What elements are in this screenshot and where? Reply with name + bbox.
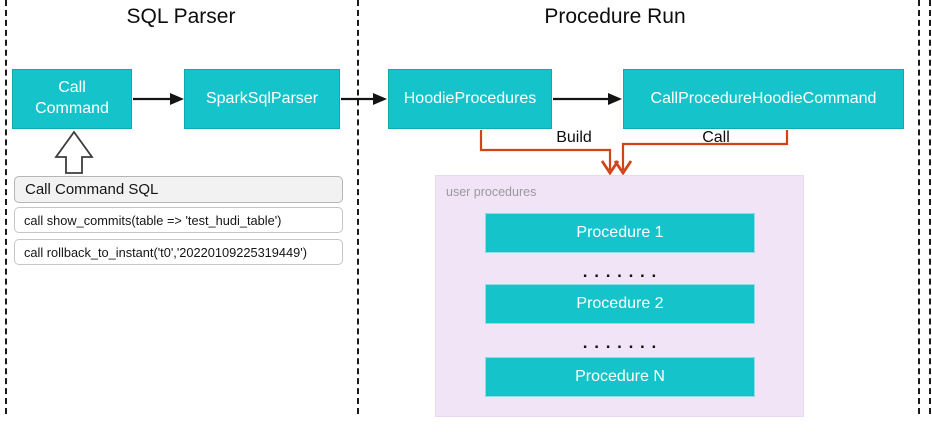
node-callprocedurehoodiecommand: CallProcedureHoodieCommand (623, 69, 904, 129)
arrow-hoodieprocedures-to-callprocedure-icon (553, 93, 622, 105)
sql-card-title: Call Command SQL (14, 176, 343, 203)
block-arrow-up-icon (54, 130, 94, 174)
region-divider (357, 0, 359, 414)
ellipsis-dots: . . . . . . . (582, 262, 658, 281)
node-call-command: Call Command (12, 69, 132, 129)
build-connector-label: Build (556, 129, 592, 146)
node-sparksqlparser: SparkSqlParser (184, 69, 340, 129)
sql-parser-region-title: SQL Parser (126, 5, 236, 28)
ellipsis-dots: . . . . . . . (582, 333, 658, 352)
procedure-box-2: Procedure 2 (485, 284, 755, 324)
procedure-run-region-title: Procedure Run (544, 5, 686, 28)
call-command-sql-card: Call Command SQL call show_commits(table… (14, 176, 343, 265)
user-procedures-label: user procedures (446, 185, 537, 199)
region-border-right-outer (929, 0, 931, 414)
procedure-box-1: Procedure 1 (485, 213, 755, 253)
sql-example-row: call show_commits(table => 'test_hudi_ta… (14, 207, 343, 233)
node-hoodieprocedures: HoodieProcedures (388, 69, 552, 129)
arrow-sparksqlparser-to-hoodieprocedures-icon (341, 93, 387, 105)
region-border-right (918, 0, 920, 414)
user-procedures-panel: user procedures Procedure 1 . . . . . . … (435, 175, 804, 417)
region-border-left (5, 0, 7, 414)
arrow-callcommand-to-sparksqlparser-icon (133, 93, 184, 105)
call-connector-label: Call (702, 129, 730, 146)
sql-example-row: call rollback_to_instant('t0','202201092… (14, 239, 343, 265)
procedure-box-n: Procedure N (485, 357, 755, 397)
